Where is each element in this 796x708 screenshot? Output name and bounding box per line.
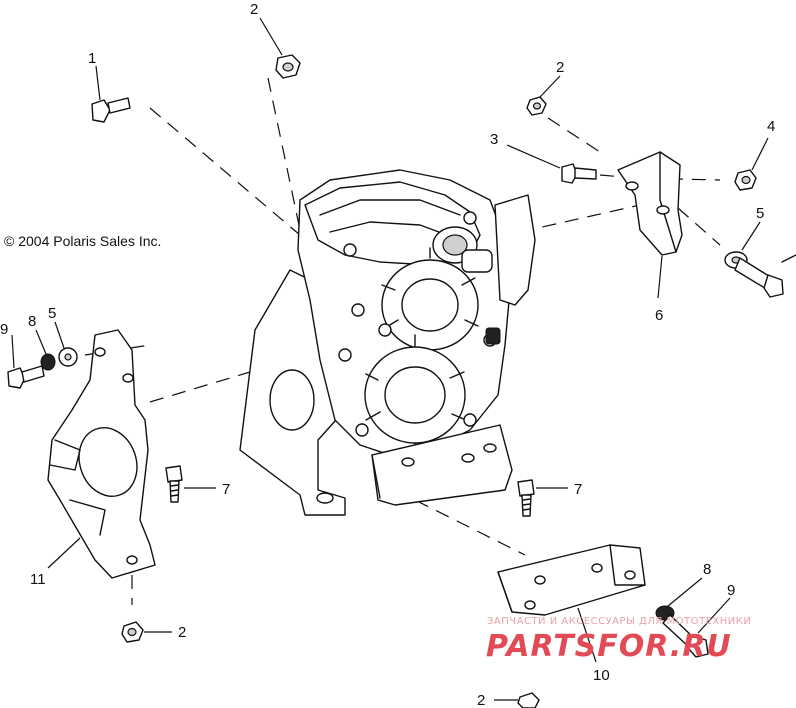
output-shaft xyxy=(461,249,493,273)
nut-icon xyxy=(121,621,144,643)
bolt-icon xyxy=(91,97,131,123)
callout-part-2: 2 xyxy=(477,692,485,708)
callout-part-9: 9 xyxy=(727,582,735,599)
callout-part-2: 2 xyxy=(178,624,186,641)
callout-part-10: 10 xyxy=(593,667,610,684)
callout-part-2: 2 xyxy=(556,59,564,76)
callout-part-7: 7 xyxy=(574,481,582,498)
lower-bracket-part-10 xyxy=(497,544,646,616)
copyright-notice: © 2004 Polaris Sales Inc. xyxy=(4,233,161,249)
callout-part-5: 5 xyxy=(48,305,56,322)
callout-numbers: 2 1 2 3 4 5 6 9 8 5 7 7 11 2 8 9 10 2 xyxy=(0,1,775,708)
rear-mount-hole xyxy=(269,369,315,431)
front-mount-bracket xyxy=(371,424,513,506)
left-mount-bracket-part-11 xyxy=(47,329,156,579)
nut-icon xyxy=(517,692,540,708)
case-fitting xyxy=(485,327,501,345)
callout-part-1: 1 xyxy=(88,50,96,67)
callout-part-4: 4 xyxy=(767,118,775,135)
nut-icon xyxy=(275,54,301,79)
leader-lines xyxy=(11,17,769,701)
watermark: ЗАПЧАСТИ И АКСЕССУАРЫ ДЛЯ МОТОТЕХНИКИ PA… xyxy=(486,616,751,664)
fasteners xyxy=(7,54,796,708)
callout-part-7: 7 xyxy=(222,481,230,498)
upper-bracket-part-6 xyxy=(617,151,683,256)
nut-icon xyxy=(526,96,547,116)
callout-part-11: 11 xyxy=(30,571,46,588)
bolt-icon xyxy=(7,365,45,389)
washer-icon xyxy=(58,347,78,367)
bolt-icon xyxy=(734,254,796,298)
callout-part-2: 2 xyxy=(250,1,258,18)
bolt-icon xyxy=(517,479,535,517)
case-side-plate xyxy=(494,194,536,306)
callout-part-9: 9 xyxy=(0,321,8,338)
bolt-icon xyxy=(662,614,709,658)
nut-icon xyxy=(734,169,757,191)
transmission-case xyxy=(239,169,536,516)
callout-part-8: 8 xyxy=(28,313,36,330)
bolt-icon xyxy=(561,163,597,184)
callout-part-8: 8 xyxy=(703,561,711,578)
watermark-tagline: ЗАПЧАСТИ И АКСЕССУАРЫ ДЛЯ МОТОТЕХНИКИ xyxy=(487,616,751,627)
callout-part-6: 6 xyxy=(655,307,663,324)
watermark-brand: PARTSFOR.RU xyxy=(486,629,732,664)
callout-part-3: 3 xyxy=(490,131,498,148)
bolt-icon xyxy=(165,465,183,503)
callout-part-5: 5 xyxy=(756,205,764,222)
washer-icon xyxy=(40,353,56,371)
